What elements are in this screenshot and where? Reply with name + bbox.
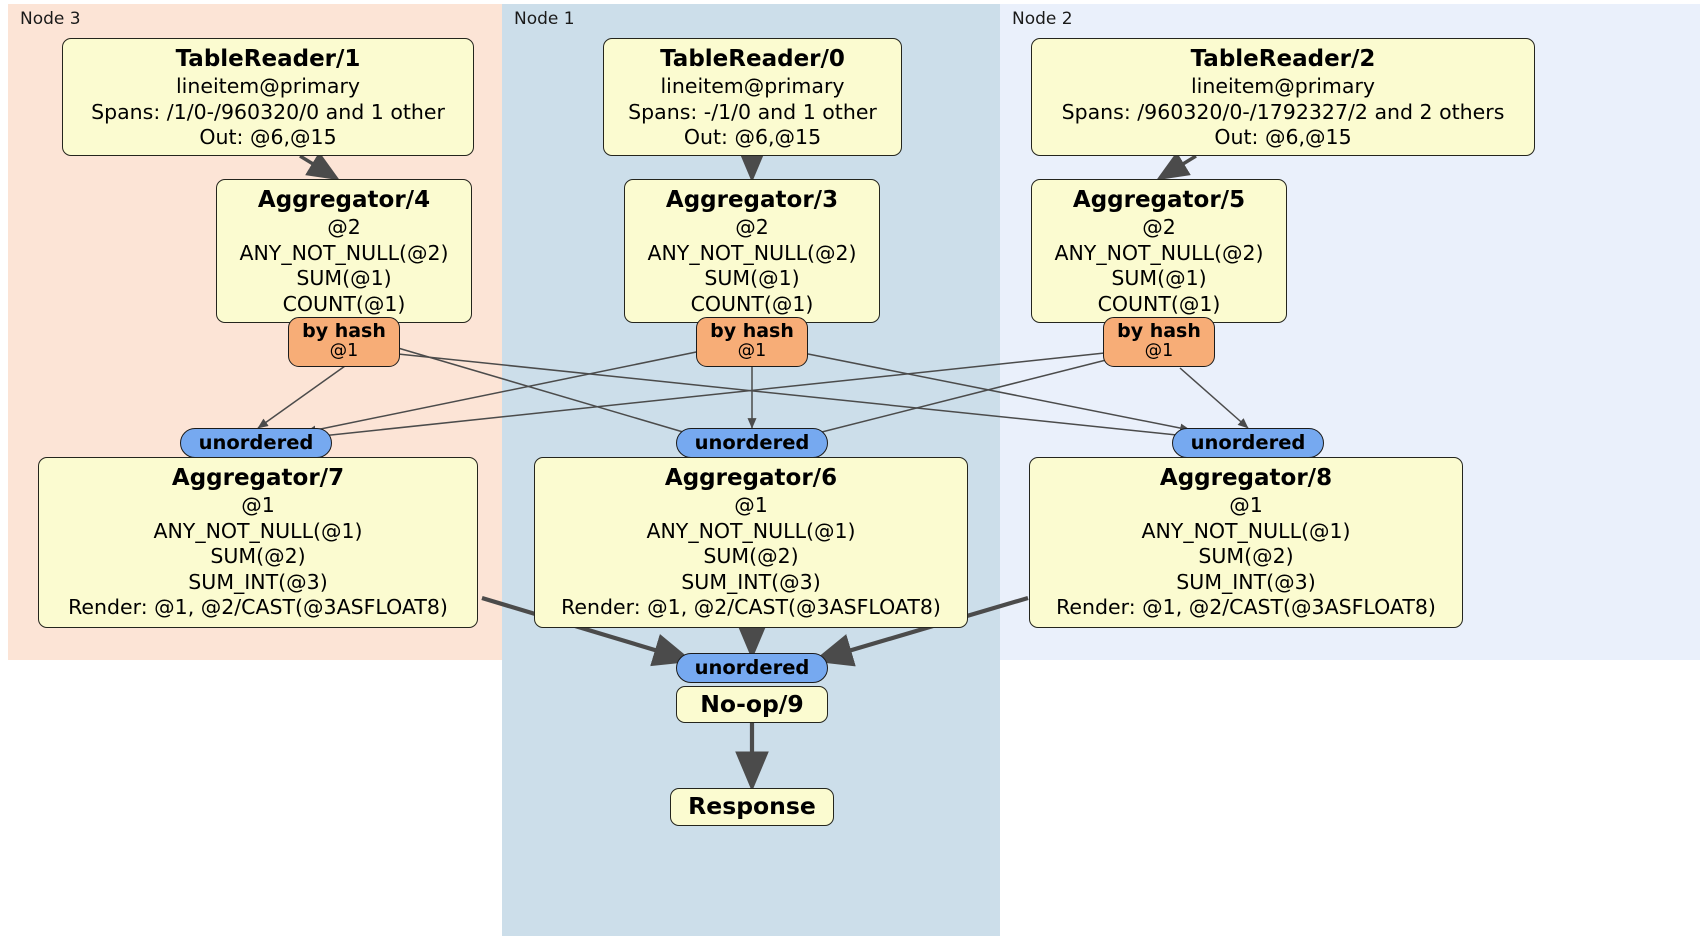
processor-detail-agg2: SUM(@1) bbox=[1111, 266, 1207, 290]
processor-detail-agg2: SUM(@1) bbox=[296, 266, 392, 290]
input-synchronizer-unordered-left[interactable]: unordered bbox=[180, 428, 332, 458]
processor-detail-table: lineitem@primary bbox=[175, 74, 361, 98]
synchronizer-label: unordered bbox=[694, 656, 810, 679]
processor-title: Aggregator/4 bbox=[257, 187, 431, 213]
processor-detail-agg1: ANY_NOT_NULL(@1) bbox=[1141, 518, 1351, 543]
processor-title: Aggregator/8 bbox=[1159, 465, 1333, 491]
processor-detail-spans: Spans: /1/0-/960320/0 and 1 other bbox=[91, 99, 445, 124]
processor-title: No-op/9 bbox=[700, 690, 804, 718]
processor-detail-groupcol: @1 bbox=[241, 493, 275, 517]
processor-aggregator-6[interactable]: Aggregator/6 @1 ANY_NOT_NULL(@1) SUM(@2)… bbox=[534, 457, 968, 628]
processor-title: Aggregator/5 bbox=[1072, 187, 1246, 213]
processor-aggregator-3[interactable]: Aggregator/3 @2 ANY_NOT_NULL(@2) SUM(@1)… bbox=[624, 179, 880, 323]
processor-title: TableReader/1 bbox=[175, 46, 361, 72]
router-column: @1 bbox=[329, 341, 359, 362]
processor-detail-agg1: ANY_NOT_NULL(@2) bbox=[647, 240, 857, 265]
processor-detail-table: lineitem@primary bbox=[1190, 74, 1376, 98]
processor-detail-agg1: ANY_NOT_NULL(@2) bbox=[1054, 240, 1264, 265]
processor-detail-render: Render: @1, @2/CAST(@3ASFLOAT8) bbox=[1056, 595, 1436, 619]
input-synchronizer-unordered-right[interactable]: unordered bbox=[1172, 428, 1324, 458]
processor-title: Aggregator/7 bbox=[171, 465, 345, 491]
processor-detail-groupcol: @2 bbox=[735, 215, 769, 239]
processor-aggregator-5[interactable]: Aggregator/5 @2 ANY_NOT_NULL(@2) SUM(@1)… bbox=[1031, 179, 1287, 323]
processor-aggregator-7[interactable]: Aggregator/7 @1 ANY_NOT_NULL(@1) SUM(@2)… bbox=[38, 457, 478, 628]
processor-detail-agg1: ANY_NOT_NULL(@2) bbox=[239, 240, 449, 265]
processor-noop-9[interactable]: No-op/9 bbox=[676, 686, 828, 723]
processor-aggregator-8[interactable]: Aggregator/8 @1 ANY_NOT_NULL(@1) SUM(@2)… bbox=[1029, 457, 1463, 628]
processor-detail-groupcol: @1 bbox=[734, 493, 768, 517]
processor-tablereader-0[interactable]: TableReader/0 lineitem@primary Spans: -/… bbox=[603, 38, 902, 156]
processor-detail-agg1: ANY_NOT_NULL(@1) bbox=[153, 518, 363, 543]
node-panel-label-node3: Node 3 bbox=[20, 9, 81, 29]
processor-detail-out: Out: @6,@15 bbox=[199, 125, 337, 149]
processor-tablereader-1[interactable]: TableReader/1 lineitem@primary Spans: /1… bbox=[62, 38, 474, 156]
processor-detail-table: lineitem@primary bbox=[660, 74, 845, 98]
processor-detail-agg2: SUM(@2) bbox=[210, 544, 306, 568]
processor-detail-render: Render: @1, @2/CAST(@3ASFLOAT8) bbox=[561, 595, 941, 619]
processor-detail-groupcol: @2 bbox=[327, 215, 361, 239]
processor-title: Aggregator/3 bbox=[665, 187, 839, 213]
processor-detail-agg2: SUM(@1) bbox=[704, 266, 800, 290]
router-kind: by hash bbox=[710, 320, 794, 342]
processor-detail-agg3: COUNT(@1) bbox=[690, 291, 814, 316]
processor-detail-out: Out: @6,@15 bbox=[1214, 125, 1352, 149]
processor-detail-render: Render: @1, @2/CAST(@3ASFLOAT8) bbox=[68, 595, 448, 619]
processor-tablereader-2[interactable]: TableReader/2 lineitem@primary Spans: /9… bbox=[1031, 38, 1535, 156]
output-router-by-hash-right[interactable]: by hash @1 bbox=[1103, 317, 1215, 367]
processor-detail-agg3: COUNT(@1) bbox=[282, 291, 406, 316]
processor-title: Response bbox=[688, 792, 816, 820]
synchronizer-label: unordered bbox=[198, 431, 314, 454]
processor-title: TableReader/0 bbox=[660, 46, 845, 72]
synchronizer-label: unordered bbox=[694, 431, 810, 454]
processor-detail-agg3: SUM_INT(@3) bbox=[1176, 569, 1316, 594]
processor-detail-agg2: SUM(@2) bbox=[703, 544, 799, 568]
processor-detail-agg3: SUM_INT(@3) bbox=[681, 569, 821, 594]
processor-detail-spans: Spans: /960320/0-/1792327/2 and 2 others bbox=[1061, 99, 1505, 124]
processor-detail-groupcol: @2 bbox=[1142, 215, 1176, 239]
output-router-by-hash-left[interactable]: by hash @1 bbox=[288, 317, 400, 367]
input-synchronizer-unordered-center[interactable]: unordered bbox=[676, 428, 828, 458]
router-kind: by hash bbox=[1117, 320, 1201, 342]
router-kind: by hash bbox=[302, 320, 386, 342]
input-synchronizer-unordered-final[interactable]: unordered bbox=[676, 653, 828, 683]
processor-detail-agg3: SUM_INT(@3) bbox=[188, 569, 328, 594]
processor-detail-agg3: COUNT(@1) bbox=[1097, 291, 1221, 316]
processor-title: TableReader/2 bbox=[1190, 46, 1376, 72]
router-column: @1 bbox=[1144, 341, 1174, 362]
processor-detail-agg1: ANY_NOT_NULL(@1) bbox=[646, 518, 856, 543]
synchronizer-label: unordered bbox=[1190, 431, 1306, 454]
processor-response[interactable]: Response bbox=[670, 788, 834, 826]
processor-aggregator-4[interactable]: Aggregator/4 @2 ANY_NOT_NULL(@2) SUM(@1)… bbox=[216, 179, 472, 323]
node-panel-label-node2: Node 2 bbox=[1012, 9, 1073, 29]
processor-detail-agg2: SUM(@2) bbox=[1198, 544, 1294, 568]
processor-detail-spans: Spans: -/1/0 and 1 other bbox=[628, 99, 877, 124]
processor-detail-groupcol: @1 bbox=[1229, 493, 1263, 517]
processor-detail-out: Out: @6,@15 bbox=[683, 125, 822, 149]
router-column: @1 bbox=[737, 341, 767, 362]
processor-title: Aggregator/6 bbox=[664, 465, 838, 491]
output-router-by-hash-center[interactable]: by hash @1 bbox=[696, 317, 808, 367]
node-panel-label-node1: Node 1 bbox=[514, 9, 575, 29]
